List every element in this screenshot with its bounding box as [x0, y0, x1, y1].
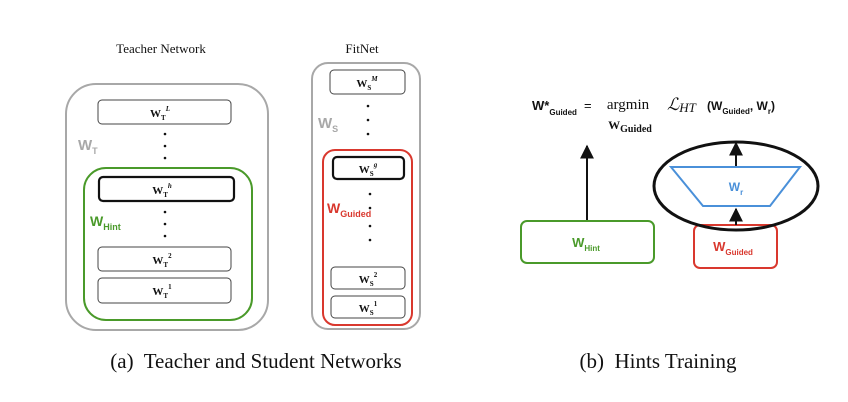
student-title: FitNet — [345, 41, 379, 56]
teacher-layer-1-label: WT1 — [152, 283, 172, 300]
teacher-layer-h — [97, 175, 236, 203]
teacher-layer-L-label: WTL — [150, 105, 170, 122]
student-layer-2 — [330, 266, 406, 290]
eq-args: (WGuided, Wr) — [707, 99, 775, 116]
teacher-title: Teacher Network — [116, 41, 206, 56]
hint-box-label: WHint — [572, 235, 600, 253]
eq-argmin: argmin — [607, 97, 650, 113]
student-layer-1-label: WS1 — [359, 300, 378, 317]
student-w-label: WS — [318, 115, 338, 134]
student-layer-M-label: WSM — [356, 75, 378, 92]
teacher-layer-L — [97, 99, 232, 125]
guided-box-label: WGuided — [713, 239, 753, 257]
teacher-hint-label: WHint — [90, 213, 121, 232]
teacher-layer-h-label: WTh — [152, 182, 172, 199]
regressor-label: Wr — [729, 180, 743, 197]
student-layer-g — [331, 155, 406, 181]
eq-argmin-under: WGuided — [608, 118, 652, 135]
student-outline — [311, 62, 421, 330]
student-ellipsis-lower — [368, 192, 372, 242]
student-ellipsis-upper — [366, 104, 370, 136]
eq-equals: = — [584, 98, 592, 113]
regressor-trapezoid — [668, 166, 803, 207]
teacher-w-label: WT — [78, 137, 98, 156]
hint-box — [520, 220, 655, 264]
teacher-hint-region — [83, 167, 253, 321]
student-guided-label: WGuided — [327, 200, 371, 219]
eq-loss: ℒHT — [667, 95, 697, 115]
student-guided-region — [322, 149, 413, 326]
teacher-ellipsis-lower — [163, 210, 167, 238]
teacher-layer-2-label: WT2 — [152, 252, 172, 269]
teacher-layer-1 — [97, 277, 232, 304]
student-layer-g-label: WSg — [359, 161, 378, 178]
eq-lhs: W*Guided — [532, 98, 577, 117]
student-layer-1 — [330, 295, 406, 319]
teacher-outline — [65, 83, 269, 331]
teacher-layer-2 — [97, 246, 232, 272]
student-layer-M — [329, 69, 406, 95]
caption-b: (b) Hints Training — [580, 349, 737, 373]
student-layer-2-label: WS2 — [359, 271, 378, 288]
teacher-ellipsis-upper — [163, 132, 167, 160]
caption-a: (a) Teacher and Student Networks — [110, 349, 401, 373]
